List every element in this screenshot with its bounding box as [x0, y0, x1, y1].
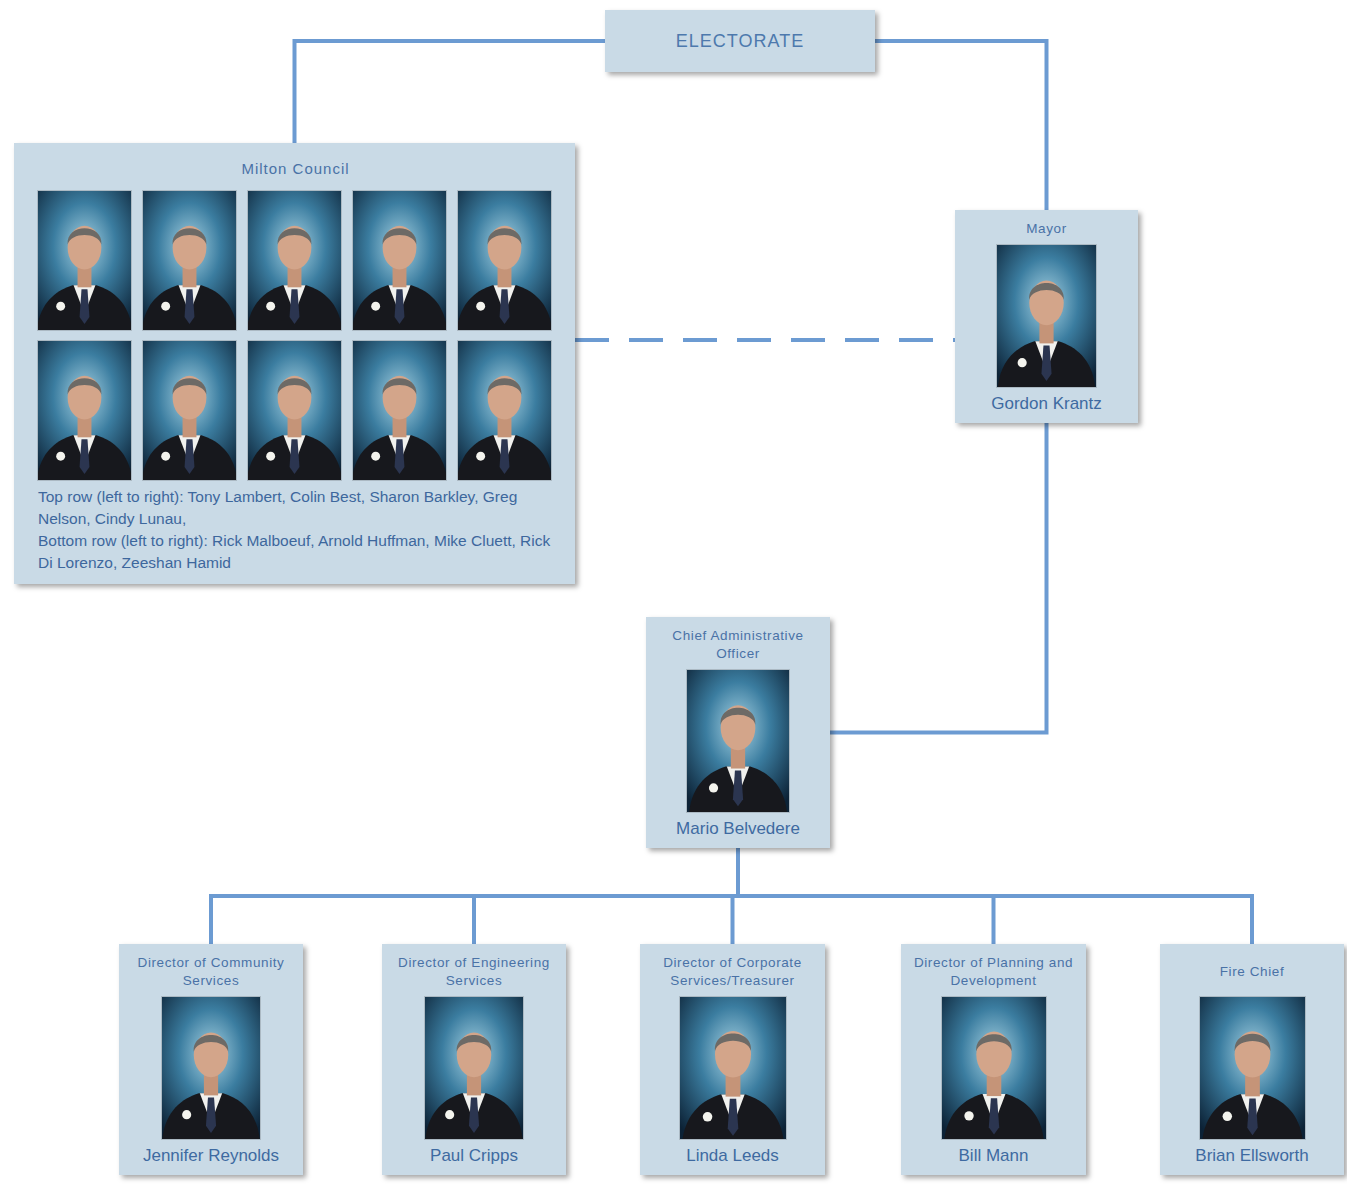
box-heading: Director of Planning and Development [909, 952, 1078, 992]
person-name: Mario Belvedere [654, 818, 822, 840]
portrait-photo [425, 997, 523, 1139]
person-name: Gordon Krantz [963, 393, 1130, 415]
portrait-photo [1200, 997, 1305, 1139]
connector-line [875, 41, 1047, 210]
portrait-photo [38, 191, 131, 330]
person-card: Fire ChiefBrian Ellsworth [1160, 944, 1344, 1175]
portrait-photo [38, 341, 131, 480]
box-heading: Fire Chief [1168, 952, 1336, 992]
box-heading: Milton Council [38, 157, 553, 181]
photo-caption: Bottom row (left to right): Rick Malboeu… [38, 530, 553, 574]
person-name: Paul Cripps [390, 1145, 558, 1167]
portrait-photo [143, 191, 236, 330]
person-card: Director of Engineering ServicesPaul Cri… [382, 944, 566, 1175]
person-card: Chief Administrative OfficerMario Belved… [646, 617, 830, 848]
council-panel: Milton CouncilTop row (left to right): T… [14, 143, 575, 584]
box-heading: Mayor [963, 218, 1130, 240]
person-card: Director of Community ServicesJennifer R… [119, 944, 303, 1175]
person-card: Director of Corporate Services/Treasurer… [640, 944, 825, 1175]
dashed-connector [575, 338, 955, 342]
photo-grid [38, 191, 553, 480]
connector-line [211, 848, 738, 944]
box-heading: Director of Corporate Services/Treasurer [648, 952, 817, 992]
connector-line [830, 423, 1047, 733]
photo-caption: Top row (left to right): Tony Lambert, C… [38, 486, 553, 530]
box-heading: Director of Community Services [127, 952, 295, 992]
person-name: Jennifer Reynolds [127, 1145, 295, 1167]
portrait-photo [997, 245, 1096, 387]
connector-line [474, 848, 738, 944]
banner-box: ELECTORATE [605, 10, 875, 72]
person-name: Brian Ellsworth [1168, 1145, 1336, 1167]
portrait-photo [680, 997, 786, 1139]
person-card: MayorGordon Krantz [955, 210, 1138, 423]
portrait-photo [353, 341, 446, 480]
portrait-photo [458, 341, 551, 480]
connector-line [738, 848, 1252, 944]
connector-line [295, 41, 606, 143]
portrait-photo [143, 341, 236, 480]
box-heading: Director of Engineering Services [390, 952, 558, 992]
portrait-photo [458, 191, 551, 330]
person-name: Linda Leeds [648, 1145, 817, 1167]
banner-label: ELECTORATE [676, 31, 804, 52]
portrait-photo [687, 670, 789, 812]
portrait-photo [942, 997, 1046, 1139]
portrait-photo [162, 997, 260, 1139]
portrait-photo [248, 341, 341, 480]
portrait-photo [353, 191, 446, 330]
portrait-photo [248, 191, 341, 330]
box-heading: Chief Administrative Officer [654, 625, 822, 665]
person-card: Director of Planning and DevelopmentBill… [901, 944, 1086, 1175]
person-name: Bill Mann [909, 1145, 1078, 1167]
